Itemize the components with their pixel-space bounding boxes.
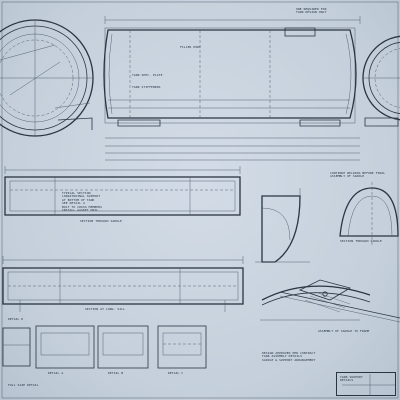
detail-boxes	[2, 325, 207, 369]
beam-section-upper	[4, 166, 241, 216]
detail-label-a: DETAIL A	[48, 371, 64, 375]
top-callout: ONE REQUIRED FOR TANK DESIGN ONLY	[296, 7, 327, 15]
beam-section-lower	[2, 256, 244, 312]
curved-bracket	[255, 188, 310, 263]
detail-label-d: DETAIL D	[8, 317, 24, 321]
title-block-text: TANK SUPPORT DETAILS	[340, 375, 363, 383]
arch-section	[339, 182, 399, 245]
bottom-left-note: FULL SIZE DETAIL	[8, 383, 39, 387]
bottom-right-label: ASSEMBLY OF SADDLE TO FRAME	[318, 329, 370, 333]
saddle-assembly	[260, 279, 400, 323]
detail-label-b: DETAIL B	[108, 371, 124, 375]
footer-text: DESIGN APPROVED PER CONTRACT TANK ASSEMB…	[262, 351, 316, 362]
title-block: TANK SUPPORT DETAILS	[336, 372, 396, 396]
detail-label-c: DETAIL C	[168, 371, 184, 375]
tank-label-1: TANK SPEC. PLATE	[132, 73, 163, 77]
right-tank-end-view	[362, 35, 400, 127]
tank-label-2: TANK STIFFENERS	[132, 85, 161, 89]
tank-label-3: FILLER PORT	[180, 45, 201, 49]
tank-side-view	[103, 16, 361, 161]
right-caption: SECTION THROUGH SADDLE	[340, 239, 382, 243]
left-tank-end-view	[0, 19, 94, 137]
right-section-note: CONTINUE WELDING BEFORE FINAL ASSEMBLY O…	[330, 171, 386, 179]
beam-caption-1: SECTION THROUGH SADDLE	[80, 219, 122, 223]
beam-caption-2: SECTION AT LONG. SILL	[85, 307, 126, 311]
beam-note: TYPICAL SECTION LONGITUDINAL SUPPORT AT …	[62, 191, 103, 213]
